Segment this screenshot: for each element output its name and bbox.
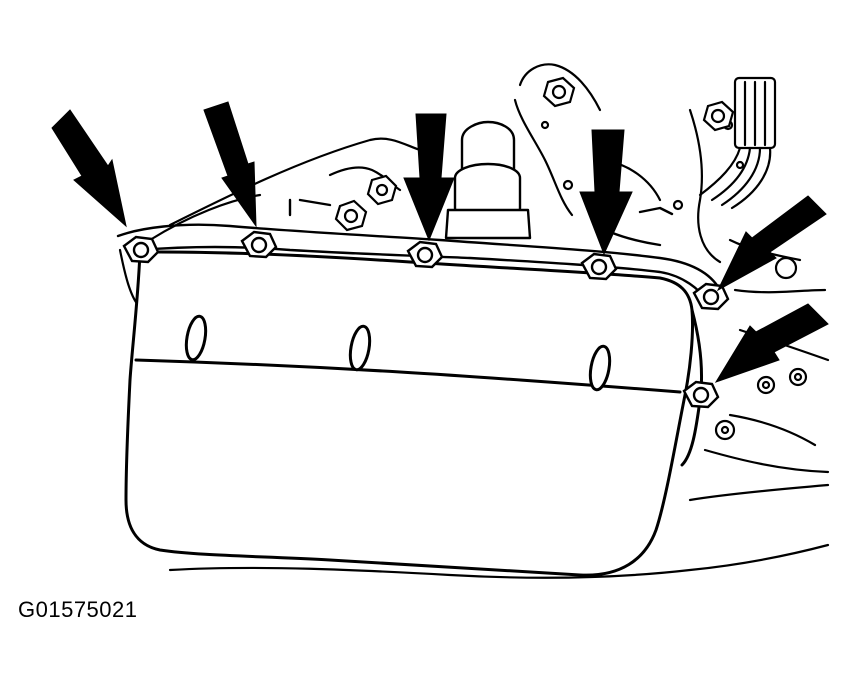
- pan-bolts: [122, 230, 730, 409]
- arrow-bolt-1: [51, 109, 127, 228]
- arrow-bolt-4: [579, 129, 633, 256]
- arrow-bolt-6: [714, 303, 829, 383]
- callout-arrows: [51, 101, 829, 383]
- pan-bolt-5: [692, 282, 730, 311]
- relief-2: [348, 324, 372, 372]
- upper-bolt-b: [702, 100, 735, 132]
- oil-pan: [124, 250, 704, 577]
- dot-2: [562, 179, 574, 191]
- relief-3: [588, 344, 612, 392]
- background-bolts: [334, 76, 808, 441]
- pan-bolt-1: [122, 235, 160, 264]
- wiring-connector: [698, 76, 777, 210]
- pan-bolt-3: [406, 240, 444, 269]
- upper-bolt-a: [542, 76, 576, 108]
- figure-id-label: G01575021: [18, 597, 138, 622]
- mid-bolt-a: [366, 174, 398, 206]
- arrow-bolt-3: [403, 113, 455, 242]
- stud-1: [774, 256, 798, 280]
- relief-1: [184, 314, 208, 362]
- dot-3: [672, 199, 684, 211]
- pan-flange: [116, 198, 722, 302]
- pan-bolt-6: [682, 380, 720, 409]
- mid-bolt-b: [334, 199, 368, 232]
- filter-sensor: [444, 120, 532, 240]
- pan-bolt-4: [580, 252, 618, 281]
- arrow-bolt-5: [716, 195, 827, 292]
- dot-1: [540, 120, 550, 130]
- pan-bolt-2: [240, 230, 278, 259]
- arrow-bolt-2: [203, 101, 257, 228]
